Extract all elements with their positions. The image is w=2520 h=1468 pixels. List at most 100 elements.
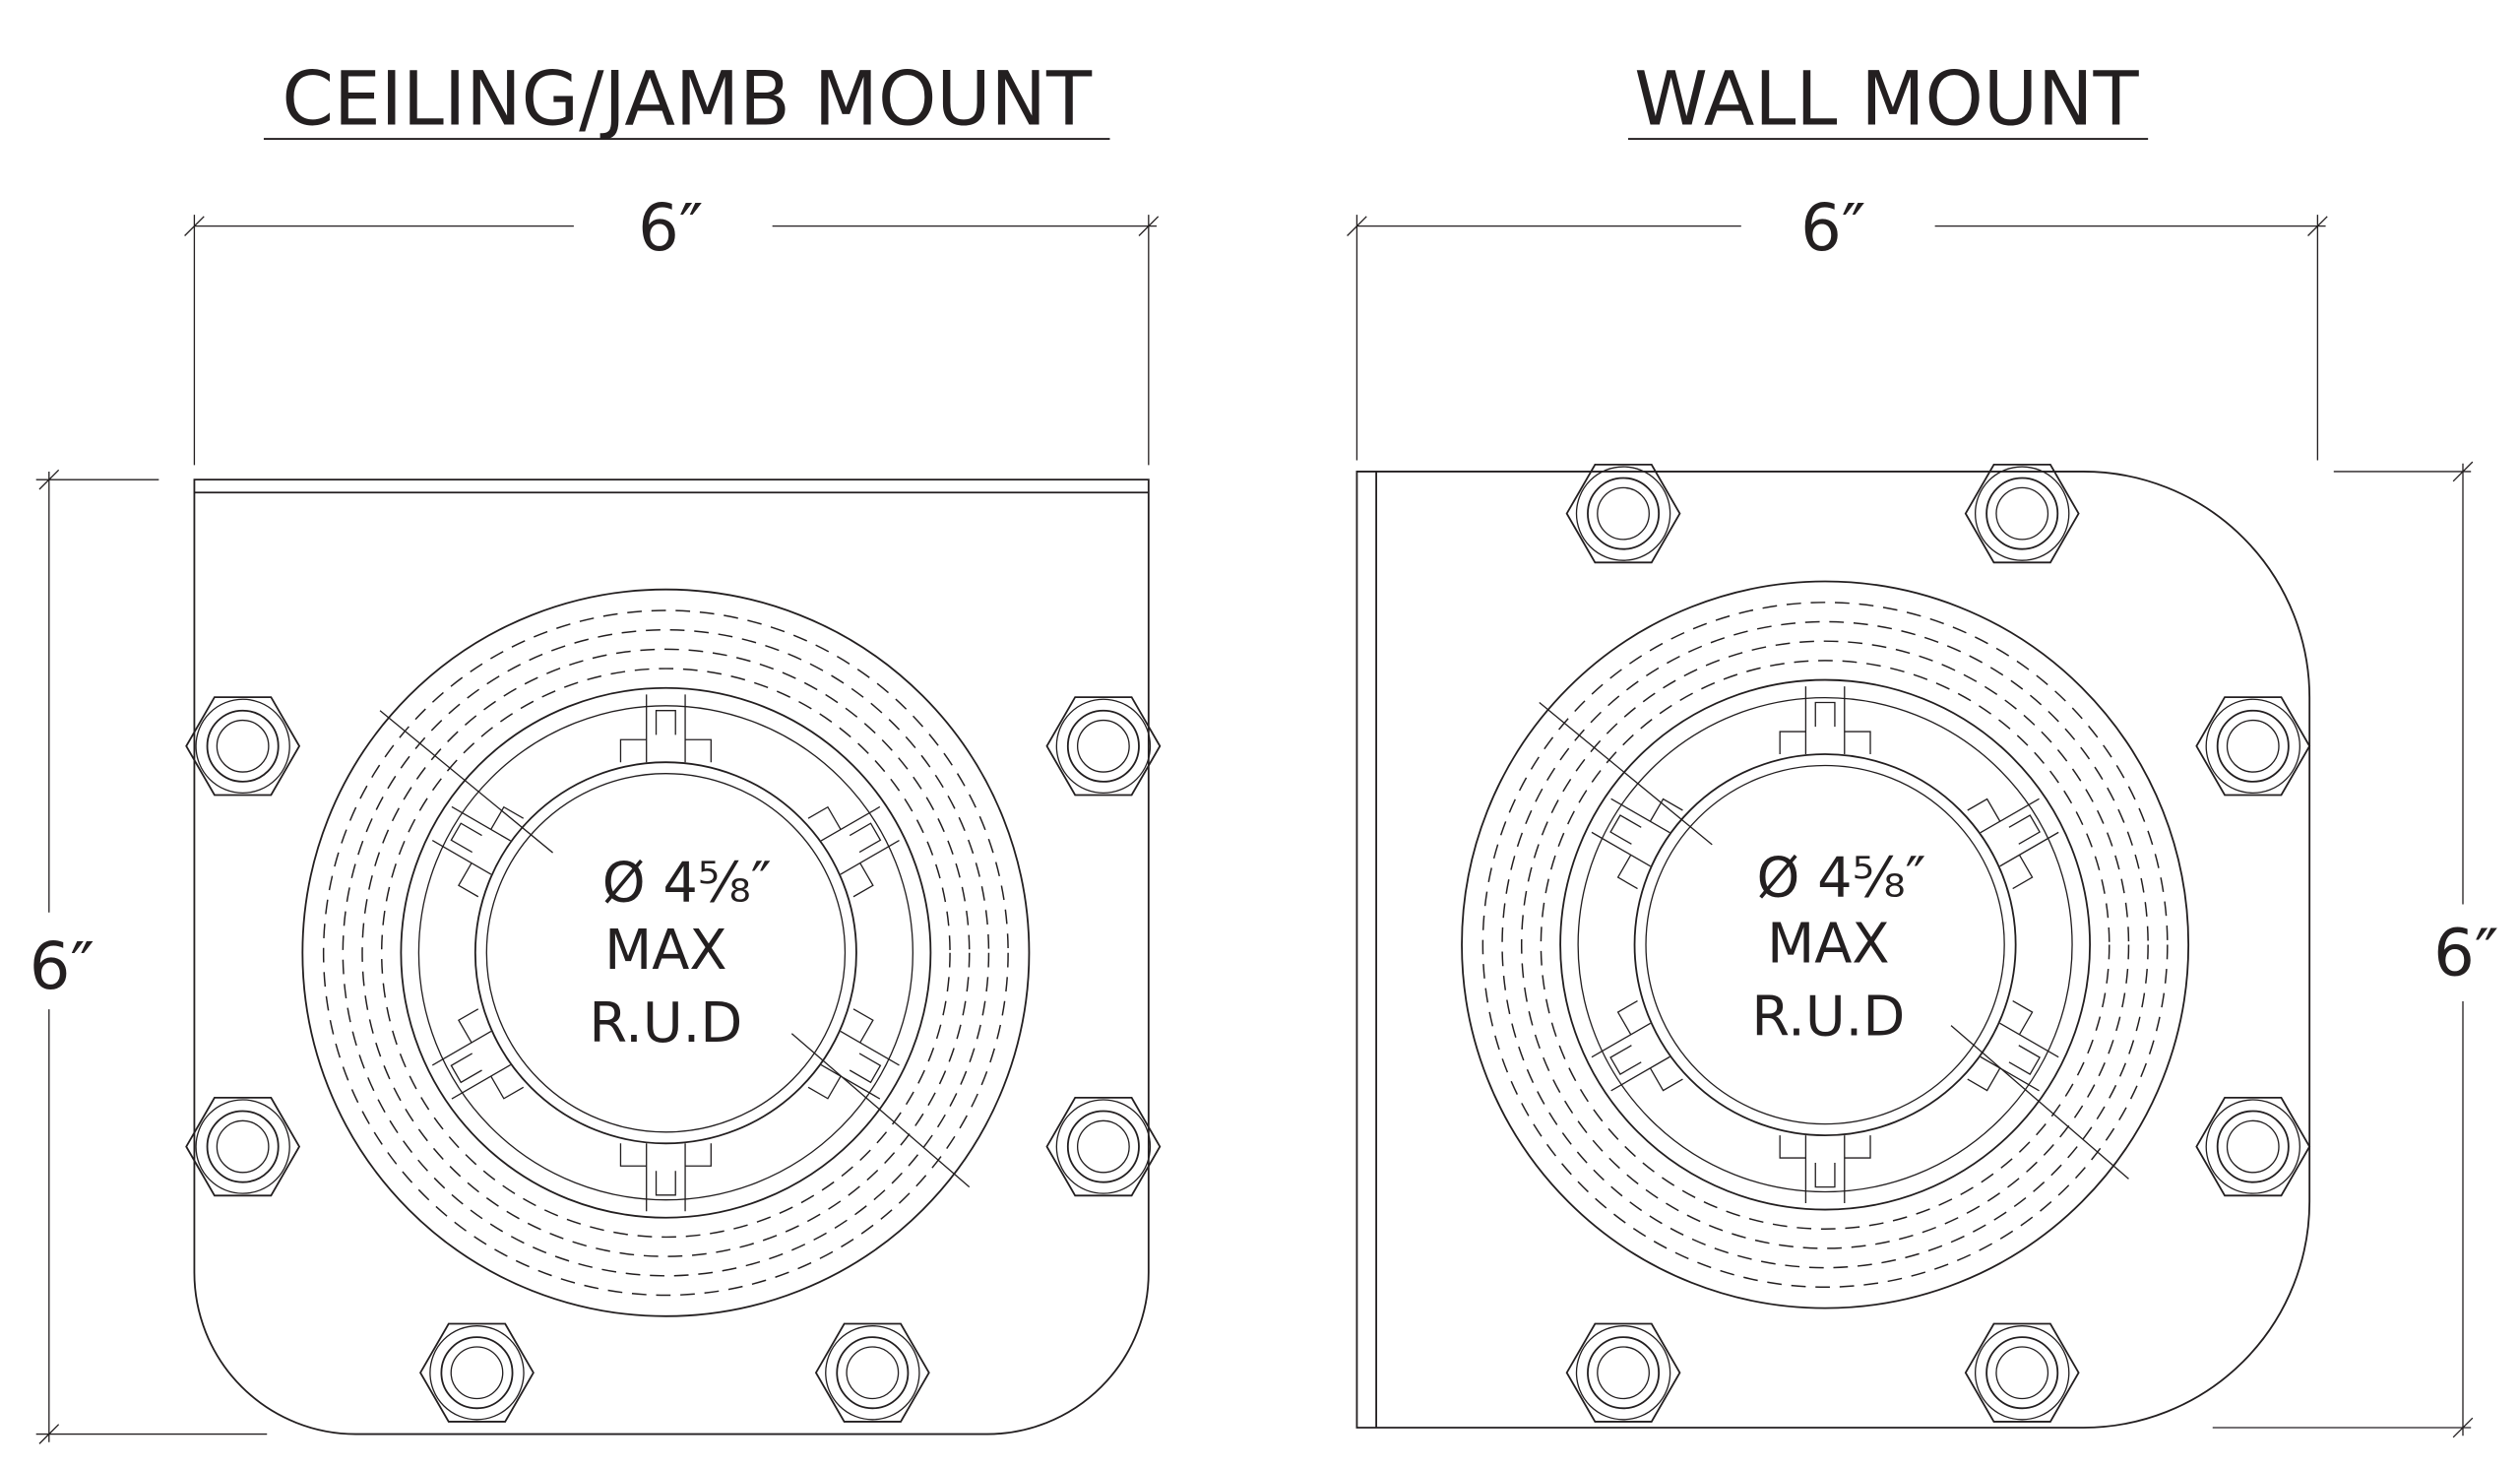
dashed-ring: [1540, 660, 2110, 1230]
max-label: MAX: [1767, 913, 1889, 977]
nut-bore: [216, 1119, 270, 1174]
sleeve-outer: [400, 686, 932, 1219]
height-dimension: 6″: [30, 469, 268, 1444]
nut-washer: [2205, 698, 2300, 795]
nut-washer: [1974, 466, 2070, 561]
nut-washer: [825, 1325, 920, 1421]
dashed-ring: [1520, 640, 2130, 1249]
width-label: 6″: [1800, 191, 1865, 266]
view-title: CEILING/JAMB MOUNT: [282, 55, 1093, 142]
rib: [1967, 798, 2059, 890]
nut-ring: [1985, 477, 2059, 550]
nut-washer: [1575, 1325, 1671, 1421]
bore-outer: [473, 761, 857, 1145]
dashed-ring: [1501, 620, 2149, 1269]
nut-icon: [2195, 1096, 2311, 1197]
height-label: 6″: [2433, 917, 2498, 991]
nut-bore: [1076, 1119, 1130, 1174]
mount-plate: [1355, 471, 2311, 1429]
rib: [619, 694, 712, 763]
nut-bore: [1076, 719, 1130, 773]
nut-hex: [2195, 696, 2311, 797]
dashed-ring: [322, 609, 1009, 1297]
nut-icon: [1964, 1322, 2080, 1423]
nut-icon: [1045, 1096, 1162, 1197]
nut-ring: [1587, 477, 1661, 550]
nut-icon: [1565, 464, 1681, 564]
bore-inner: [1645, 764, 2005, 1125]
rib-web: [1779, 1135, 1871, 1203]
nut-ring: [1587, 1336, 1661, 1410]
nut-hex: [814, 1322, 930, 1423]
rib: [1591, 798, 1683, 890]
nut-washer: [1974, 1325, 2070, 1421]
nut-icon: [185, 1096, 301, 1197]
nut-hex: [1565, 464, 1681, 564]
nut-ring: [206, 709, 280, 783]
dashed-ring: [1481, 602, 2169, 1289]
nut-hex: [1045, 696, 1162, 797]
view-title: WALL MOUNT: [1634, 55, 2139, 142]
wall-mount-view: WALL MOUNT 6″ 6″ Ø 4⅝″ MAX R.U.D: [1347, 55, 2498, 1438]
rib-web: [431, 805, 525, 898]
outer-circle: [301, 588, 1031, 1317]
rib-web: [1779, 686, 1871, 755]
nut-washer: [195, 698, 290, 795]
nut-bore: [1597, 1346, 1650, 1400]
nut-ring: [836, 1336, 910, 1410]
nut-bore: [1995, 1346, 2049, 1400]
width-dimension: 6″: [184, 191, 1160, 466]
nut-hex: [1964, 1322, 2080, 1423]
rib: [1779, 686, 1871, 755]
nut-hex: [2195, 1096, 2311, 1197]
sleeve-inner: [1577, 696, 2073, 1193]
nut-hex: [1045, 1096, 1162, 1197]
bore-outer: [1633, 753, 2017, 1137]
dashed-ring: [342, 628, 990, 1277]
rib-web: [1967, 798, 2059, 890]
nut-hex: [1964, 464, 2080, 564]
nut-ring: [1985, 1336, 2059, 1410]
nut-hex: [419, 1322, 535, 1423]
mount-plate: [193, 479, 1150, 1436]
rib-web: [1591, 798, 1683, 890]
nuts: [1565, 464, 2311, 1423]
width-label: 6″: [638, 191, 703, 266]
nut-icon: [1964, 464, 2080, 564]
nut-hex: [185, 1096, 301, 1197]
sleeve-outer: [1559, 678, 2091, 1211]
nut-bore: [216, 719, 270, 773]
rib: [431, 1008, 525, 1100]
nut-ring: [1066, 709, 1140, 783]
rud-label: R.U.D: [1751, 985, 1905, 1049]
nut-bore: [450, 1346, 504, 1400]
nut-ring: [1066, 1110, 1140, 1183]
height-dimension: 6″: [2212, 461, 2498, 1438]
ceiling-jamb-mount-view: CEILING/JAMB MOUNT 6″ 6″ Ø 4⅝″ MAX R.U.D: [30, 55, 1162, 1444]
bore-inner: [485, 773, 847, 1133]
nut-ring: [2216, 1110, 2290, 1183]
nut-washer: [1055, 698, 1152, 795]
nut-washer: [195, 1099, 290, 1194]
outer-circle: [1461, 580, 2190, 1309]
rib-web: [807, 1008, 900, 1100]
dashed-ring: [361, 648, 971, 1257]
rib-web: [1591, 999, 1683, 1092]
nut-bore: [1597, 486, 1650, 541]
nut-ring: [440, 1336, 514, 1410]
leader-line: [1539, 702, 1713, 846]
rib: [619, 1143, 712, 1212]
height-label: 6″: [30, 929, 94, 1004]
nut-hex: [185, 696, 301, 797]
nut-icon: [1045, 696, 1162, 797]
leader-line: [790, 1033, 971, 1188]
pipe-ring: [1461, 580, 2190, 1309]
rib: [1591, 999, 1683, 1092]
dashed-ring: [380, 668, 951, 1239]
diameter-label: Ø 4⅝″: [602, 851, 772, 915]
rib-web: [1967, 999, 2059, 1092]
rud-label: R.U.D: [589, 991, 742, 1055]
rib: [807, 805, 900, 898]
nuts: [185, 696, 1162, 1423]
